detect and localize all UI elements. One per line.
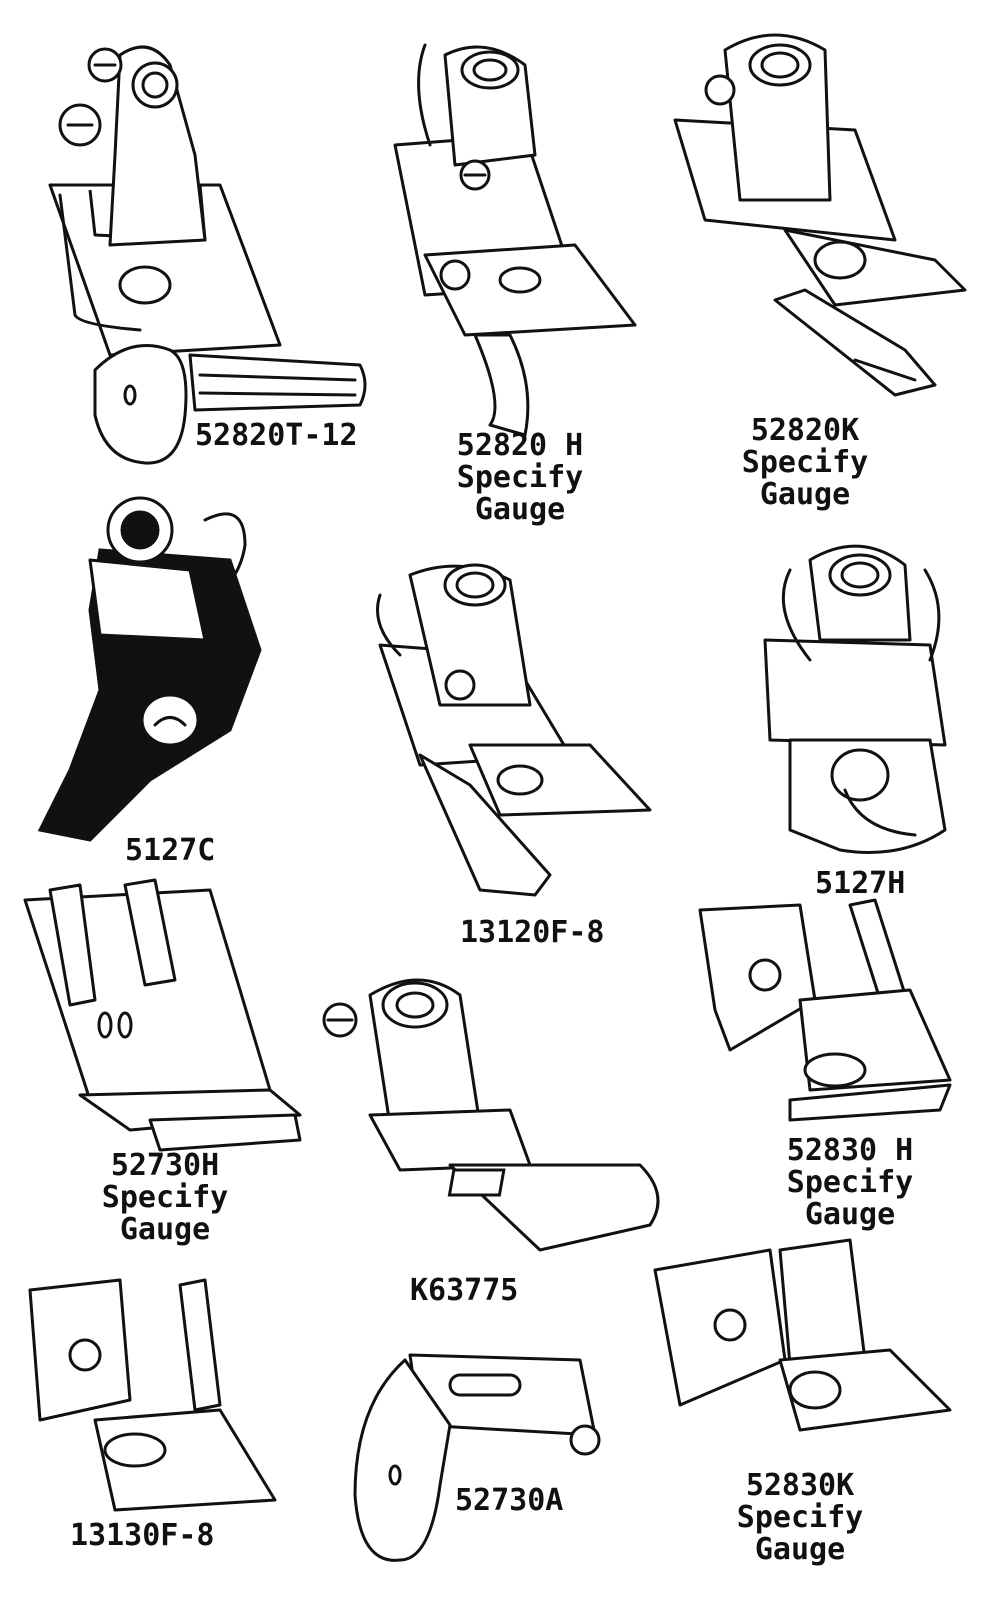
part-label: 52730H Specify Gauge <box>101 1148 229 1247</box>
part-label: 13130F-8 <box>70 1518 215 1553</box>
presser-foot-with-roller-icon <box>48 45 367 465</box>
presser-foot-slotted-icon <box>376 563 652 897</box>
part-label: 52830 H Specify Gauge <box>786 1133 914 1232</box>
part-52730H: 52730H Specify Gauge <box>20 878 320 1270</box>
guide-plate-icon <box>23 878 302 1152</box>
presser-foot-compensating-icon <box>673 33 967 397</box>
disc-guide-icon <box>353 1353 601 1562</box>
part-5127H: 5127H <box>750 530 990 910</box>
part-13120F-8: 13120F-8 <box>360 555 660 965</box>
part-label: 5127C <box>125 833 216 868</box>
presser-foot-black-icon <box>37 496 262 842</box>
part-label: 52820 H Specify Gauge <box>456 428 584 527</box>
cording-foot-right-icon <box>698 898 952 1122</box>
cording-foot-left-icon <box>28 1278 277 1512</box>
part-52830K: 52830K Specify Gauge <box>650 1230 990 1615</box>
part-label: 52820K Specify Gauge <box>741 413 869 512</box>
part-label: 5127H <box>815 866 906 901</box>
part-52820H: 52820 H Specify Gauge <box>385 25 655 535</box>
part-label: 52830K Specify Gauge <box>736 1468 864 1567</box>
part-52820T-12: 52820T-12 <box>20 15 380 475</box>
presser-foot-spring-icon <box>763 544 947 854</box>
part-label: 52730A <box>455 1483 564 1518</box>
presser-foot-hinged-icon <box>393 43 637 437</box>
part-label: 52820T-12 <box>195 418 358 453</box>
part-52820K: 52820K Specify Gauge <box>665 20 985 530</box>
part-52730A: 52730A <box>350 1345 630 1595</box>
part-52830H: 52830 H Specify Gauge <box>690 890 990 1250</box>
part-13130F-8: 13130F-8 <box>20 1270 290 1605</box>
cording-foot-right-k-icon <box>653 1238 952 1432</box>
part-label: 13120F-8 <box>460 915 605 950</box>
part-K63775: K63775 <box>310 965 690 1315</box>
presser-foot-standard-icon <box>322 978 660 1252</box>
part-label: K63775 <box>410 1273 519 1308</box>
part-5127C: 5127C <box>30 470 290 870</box>
